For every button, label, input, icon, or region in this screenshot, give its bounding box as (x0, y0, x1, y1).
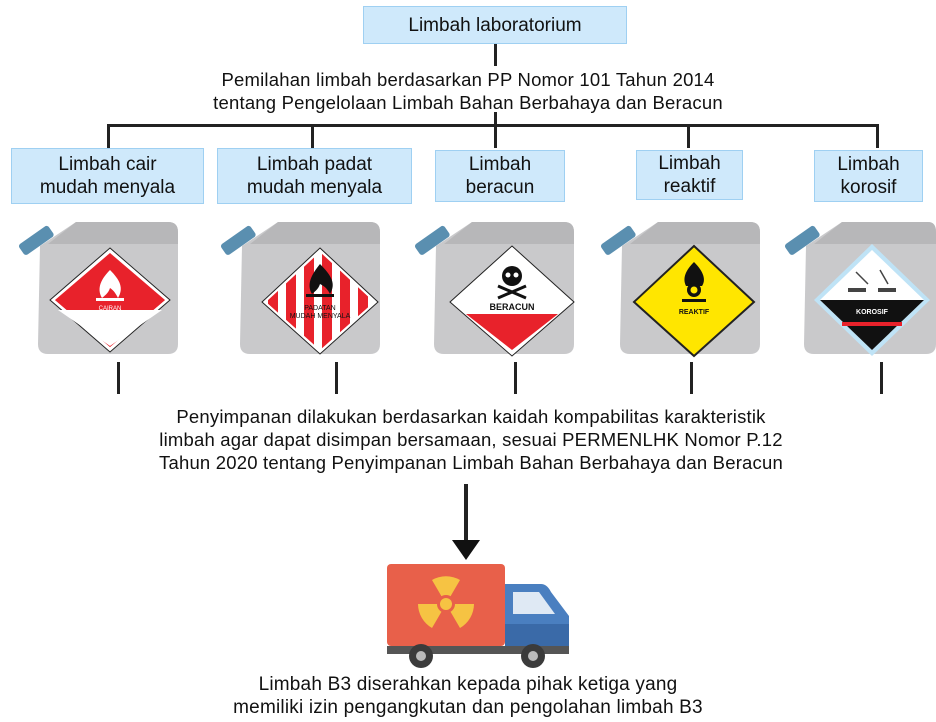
category-box-solid-flammable: Limbah padat mudah menyala (217, 148, 412, 204)
branch-drop-1 (107, 124, 110, 148)
category-label: Limbah padat mudah menyala (246, 154, 383, 198)
sign-text-2: PADATAN (304, 305, 336, 312)
title-label: Limbah laboratorium (408, 14, 582, 36)
sign-text-5: KOROSIF (856, 309, 889, 316)
can-drop-3 (514, 362, 517, 394)
category-label: Limbah beracun (465, 154, 535, 198)
radioactive-icon (418, 576, 474, 632)
category-box-corrosive: Limbah korosif (814, 150, 923, 202)
branch-drop-5 (876, 124, 879, 148)
flame-over-circle-icon (682, 262, 706, 302)
jerrycan-toxic: BERACUN (414, 222, 575, 357)
corrosion-icon (848, 269, 896, 292)
arrow-shaft (464, 484, 468, 544)
branch-drop-2 (311, 124, 314, 148)
category-label: Limbah korosif (837, 154, 900, 198)
can-drop-2 (335, 362, 338, 394)
sign-text-1: CAIRAN (99, 306, 122, 312)
sign-text-3: BERACUN (490, 302, 535, 312)
branch-drop-4 (687, 124, 690, 148)
can-drop-5 (880, 362, 883, 394)
can-drop-4 (690, 362, 693, 394)
can-drop-1 (117, 362, 120, 394)
category-label: Limbah reaktif (658, 153, 721, 197)
branch-drop-3 (494, 112, 497, 148)
sign-text-2b: MUDAH MENYALA (290, 313, 351, 320)
jerrycan-corrosive: KOROSIF (784, 222, 936, 356)
category-box-liquid-flammable: Limbah cair mudah menyala (11, 148, 204, 204)
radioactive-truck-icon (387, 564, 569, 668)
final-text: Limbah B3 diserahkan kepada pihak ketiga… (233, 674, 703, 718)
storage-text: Penyimpanan dilakukan berdasarkan kaidah… (159, 406, 783, 473)
sorting-text: Pemilahan limbah berdasarkan PP Nomor 10… (213, 69, 723, 113)
sign-text-4: REAKTIF (679, 309, 710, 316)
branch-horizontal (107, 124, 878, 127)
jerrycan-liquid-flammable: CAIRAN MUDAH MENYALA (18, 222, 178, 354)
title-box: Limbah laboratorium (363, 6, 627, 44)
category-label: Limbah cair mudah menyala (39, 154, 176, 198)
flame-icon (306, 264, 334, 297)
jerrycan-reactive: REAKTIF (600, 222, 760, 358)
jerrycan-solid-flammable: PADATAN MUDAH MENYALA (220, 222, 380, 355)
connector-title (494, 44, 497, 66)
arrow-down-icon (452, 540, 480, 560)
skull-crossbones-icon (497, 266, 527, 300)
category-box-toxic: Limbah beracun (435, 150, 565, 202)
category-box-reactive: Limbah reaktif (636, 150, 743, 200)
